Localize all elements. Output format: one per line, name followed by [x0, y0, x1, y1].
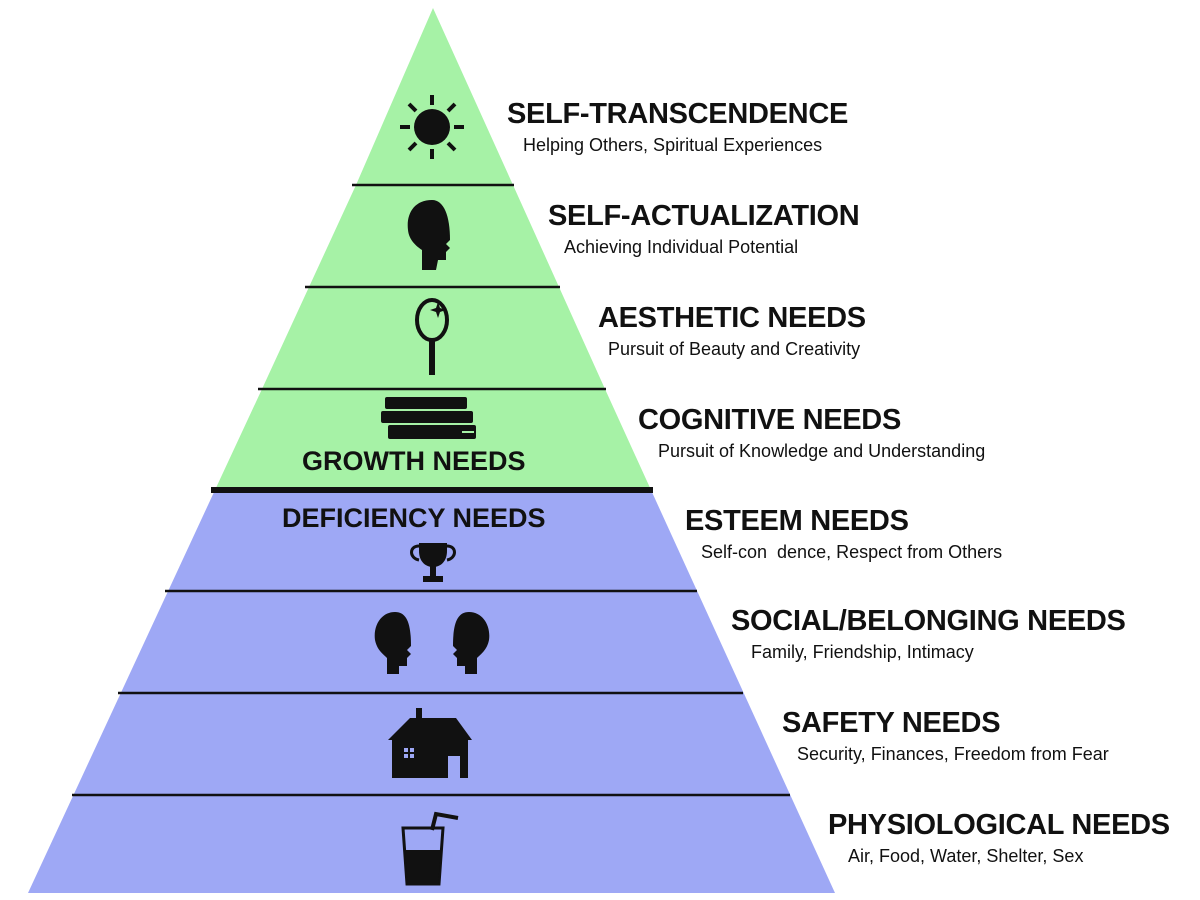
level-subtitle: Family, Friendship, Intimacy: [751, 642, 974, 662]
level-title: SELF-TRANSCENDENCE: [507, 98, 849, 130]
level-subtitle: Pursuit of Beauty and Creativity: [608, 339, 861, 359]
level-cognitive: COGNITIVE NEEDS Pursuit of Knowledge and…: [638, 404, 985, 462]
level-subtitle: Air, Food, Water, Shelter, Sex: [848, 846, 1084, 866]
level-title: SAFETY NEEDS: [782, 707, 1001, 739]
level-title: SOCIAL/BELONGING NEEDS: [731, 605, 1126, 637]
level-dividers: [72, 183, 790, 797]
head-icon: [407, 200, 450, 270]
level-title: AESTHETIC NEEDS: [598, 302, 866, 334]
books-icon: [381, 397, 476, 439]
level-title: SELF-ACTUALIZATION: [548, 200, 860, 232]
level-social-belonging: SOCIAL/BELONGING NEEDS Family, Friendshi…: [731, 605, 1126, 663]
level-physiological: PHYSIOLOGICAL NEEDS Air, Food, Water, Sh…: [828, 809, 1170, 867]
level-title: PHYSIOLOGICAL NEEDS: [828, 809, 1170, 841]
trophy-icon: [410, 543, 456, 582]
level-subtitle: Helping Others, Spiritual Experiences: [523, 135, 823, 155]
growth-needs-label: GROWTH NEEDS: [302, 446, 526, 476]
level-subtitle: Self-con dence, Respect from Others: [701, 542, 1003, 562]
level-subtitle: Security, Finances, Freedom from Fear: [797, 744, 1109, 764]
level-aesthetic: AESTHETIC NEEDS Pursuit of Beauty and Cr…: [598, 302, 866, 360]
two-heads-icon: [374, 612, 490, 674]
level-esteem: ESTEEM NEEDS Self-con dence, Respect fro…: [685, 505, 1002, 563]
level-title: COGNITIVE NEEDS: [638, 404, 901, 436]
deficiency-needs-label: DEFICIENCY NEEDS: [282, 503, 546, 533]
level-subtitle: Achieving Individual Potential: [564, 237, 799, 257]
house-icon: [388, 708, 472, 778]
level-subtitle: Pursuit of Knowledge and Understanding: [658, 441, 986, 461]
level-title: ESTEEM NEEDS: [685, 505, 909, 537]
sun-icon: [400, 95, 464, 159]
level-self-actualization: SELF-ACTUALIZATION Achieving Individual …: [548, 200, 860, 258]
level-self-transcendence: SELF-TRANSCENDENCE Helping Others, Spiri…: [507, 98, 848, 156]
level-safety: SAFETY NEEDS Security, Finances, Freedom…: [782, 707, 1109, 765]
drink-cup-icon: [401, 811, 459, 886]
mirror-icon: [415, 298, 449, 375]
